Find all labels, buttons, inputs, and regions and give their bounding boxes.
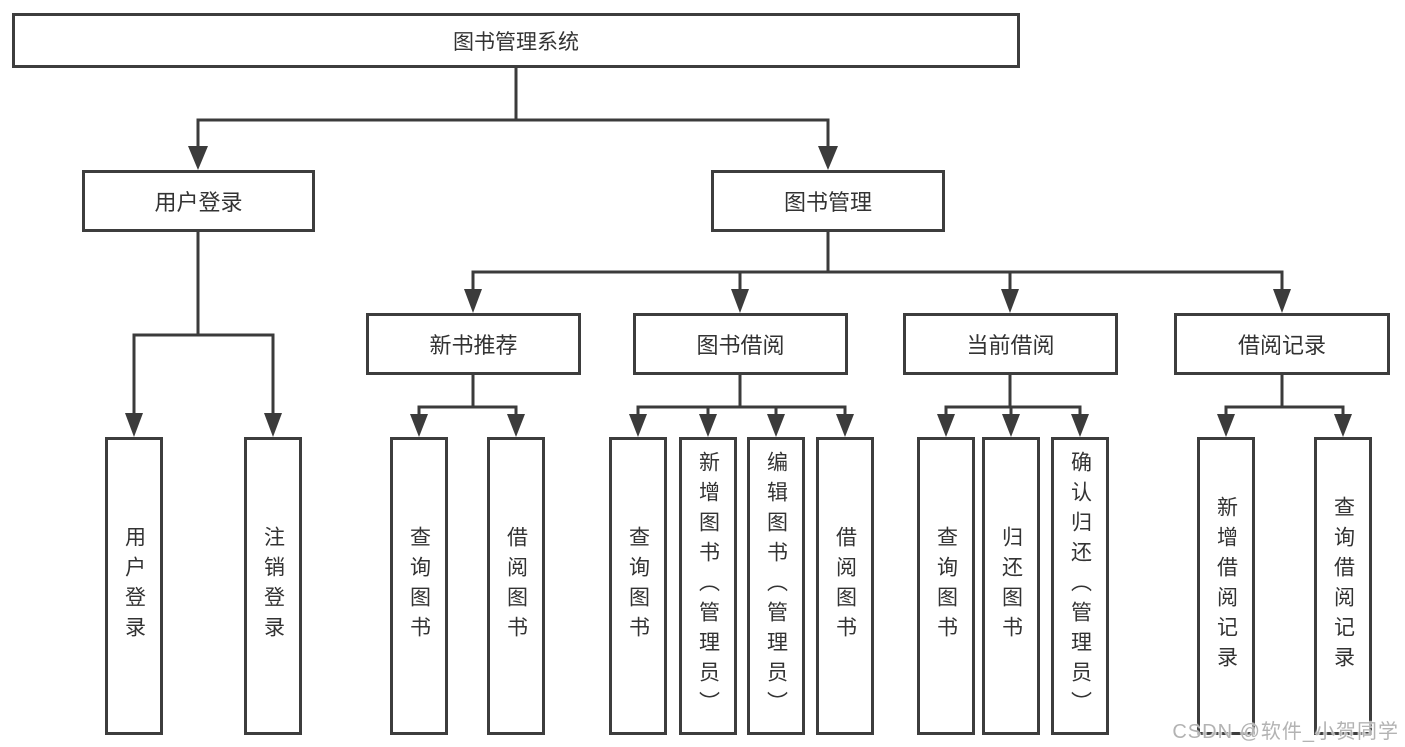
node-label: 确认归还（管理员） <box>1068 451 1092 721</box>
node-user-login: 用户登录 <box>82 170 315 232</box>
node-root-system: 图书管理系统 <box>12 13 1020 68</box>
node-label: 新增图书（管理员） <box>696 451 720 721</box>
leaf-query-books-borrow: 查询图书 <box>609 437 667 735</box>
connector-user-login-to-leaves <box>125 232 282 437</box>
node-label: 图书管理系统 <box>453 30 579 54</box>
node-label: 当前借阅 <box>966 333 1055 358</box>
node-label: 查询图书 <box>626 526 650 646</box>
node-label: 用户登录 <box>122 526 146 646</box>
node-label: 图书借阅 <box>696 333 785 358</box>
node-label: 借阅图书 <box>504 526 528 646</box>
connector-book-mgmt-to-level3 <box>464 232 1291 313</box>
leaf-edit-book-admin: 编辑图书（管理员） <box>747 437 805 735</box>
connector-borrow-records-to-leaves <box>1217 375 1352 437</box>
node-label: 编辑图书（管理员） <box>764 451 788 721</box>
node-label: 新书推荐 <box>429 333 518 358</box>
node-label: 借阅记录 <box>1237 333 1326 358</box>
leaf-add-book-admin: 新增图书（管理员） <box>679 437 737 735</box>
node-label: 查询图书 <box>934 526 958 646</box>
node-label: 用户登录 <box>154 190 243 215</box>
node-book-management: 图书管理 <box>711 170 945 232</box>
leaf-add-borrow-record: 新增借阅记录 <box>1197 437 1255 735</box>
node-label: 注销登录 <box>261 526 285 646</box>
leaf-query-borrow-record: 查询借阅记录 <box>1314 437 1372 735</box>
node-current-borrow: 当前借阅 <box>903 313 1118 375</box>
leaf-user-login: 用户登录 <box>105 437 163 735</box>
leaf-logout: 注销登录 <box>244 437 302 735</box>
csdn-watermark: CSDN @软件_小贺同学 <box>1172 721 1399 743</box>
node-book-borrow: 图书借阅 <box>633 313 848 375</box>
leaf-query-books-current: 查询图书 <box>917 437 975 735</box>
connector-book-borrow-to-leaves <box>629 375 854 437</box>
leaf-borrow-books-recommend: 借阅图书 <box>487 437 545 735</box>
leaf-return-book: 归还图书 <box>982 437 1040 735</box>
node-label: 图书管理 <box>783 190 872 215</box>
node-label: 新增借阅记录 <box>1214 496 1238 676</box>
node-borrow-records: 借阅记录 <box>1174 313 1390 375</box>
connector-root-to-level2 <box>188 68 838 170</box>
node-label: 借阅图书 <box>833 526 857 646</box>
leaf-confirm-return-admin: 确认归还（管理员） <box>1051 437 1109 735</box>
leaf-borrow-books-borrow: 借阅图书 <box>816 437 874 735</box>
node-label: 查询图书 <box>407 526 431 646</box>
node-label: 归还图书 <box>999 526 1023 646</box>
node-label: 查询借阅记录 <box>1331 496 1355 676</box>
connector-current-borrow-to-leaves <box>937 375 1089 437</box>
connector-new-book-to-leaves <box>410 375 525 437</box>
leaf-query-books-recommend: 查询图书 <box>390 437 448 735</box>
node-new-book-recommend: 新书推荐 <box>366 313 581 375</box>
